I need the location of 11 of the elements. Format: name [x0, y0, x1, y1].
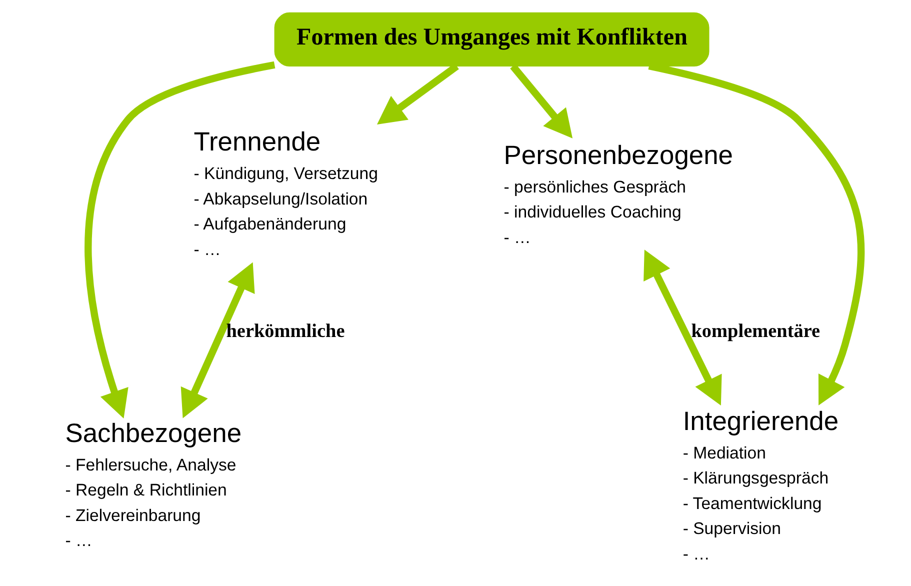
- edge-label: herkömmliche: [226, 321, 344, 342]
- node-text: Integrierende - Mediation - Klärungsgespräch - Teamentwicklung - Supervision - …: [682, 406, 838, 564]
- arrow: [180, 262, 254, 418]
- edge-label: komplementäre: [690, 321, 820, 342]
- arrow: [643, 250, 722, 406]
- node-text: Sachbezogene - Fehlersuche, Analyse - Regeln & Richtlinien - Zielvereinbarung - …: [64, 418, 242, 550]
- node-text: Trennende - Kündigung, Versetzung - Abkapselung/Isolation - Aufgabenänderung - …: [193, 126, 378, 259]
- arrow: [84, 61, 275, 418]
- node-text: Personenbezogene - persönliches Gespräch - individuelles Coaching - …: [503, 140, 732, 247]
- arrow: [510, 64, 572, 138]
- node-box: Formen des Umganges mit Konflikten: [274, 12, 709, 66]
